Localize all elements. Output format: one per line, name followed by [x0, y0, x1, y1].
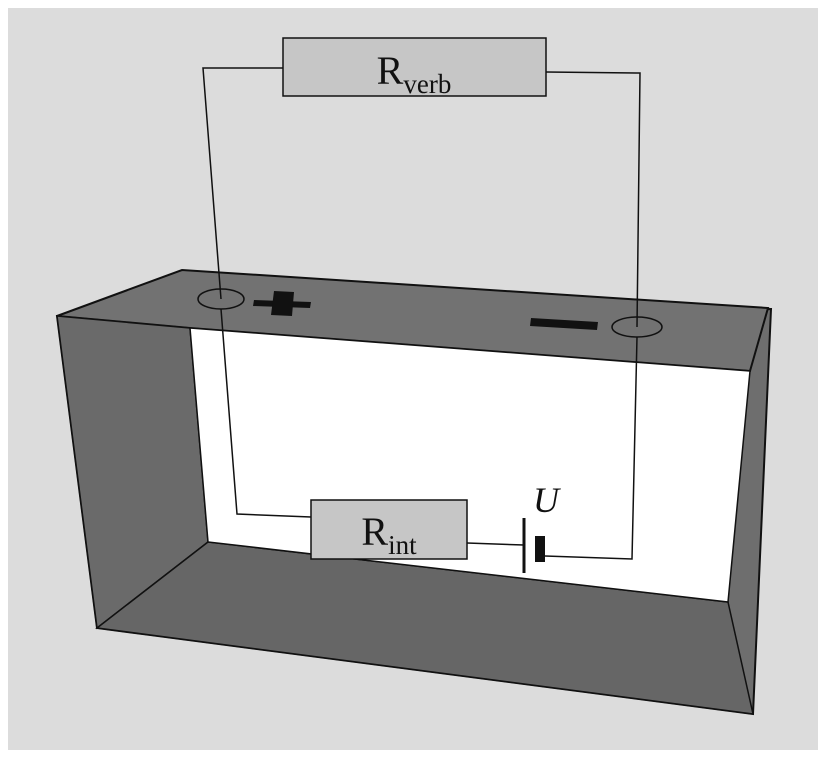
internal-wire-right: [544, 336, 638, 560]
voltage-source: U: [522, 480, 561, 573]
external-wire-left: [202, 67, 283, 300]
voltage-label: U: [533, 480, 561, 520]
external-resistor-body: [282, 37, 547, 97]
minus-sign-icon: [530, 318, 598, 330]
battery-short-plate: [535, 536, 545, 562]
internal-resistor-label: Rint: [361, 509, 417, 560]
plus-sign-icon: [253, 291, 311, 316]
external-resistor-label: Rverb: [377, 48, 452, 99]
internal-wire-middle: [466, 542, 525, 546]
external-resistor: Rverb: [282, 37, 547, 99]
internal-resistor: Rint: [310, 499, 468, 560]
external-wire-right: [545, 71, 641, 328]
internal-wire-left: [220, 308, 312, 518]
internal-resistor-body: [310, 499, 468, 560]
